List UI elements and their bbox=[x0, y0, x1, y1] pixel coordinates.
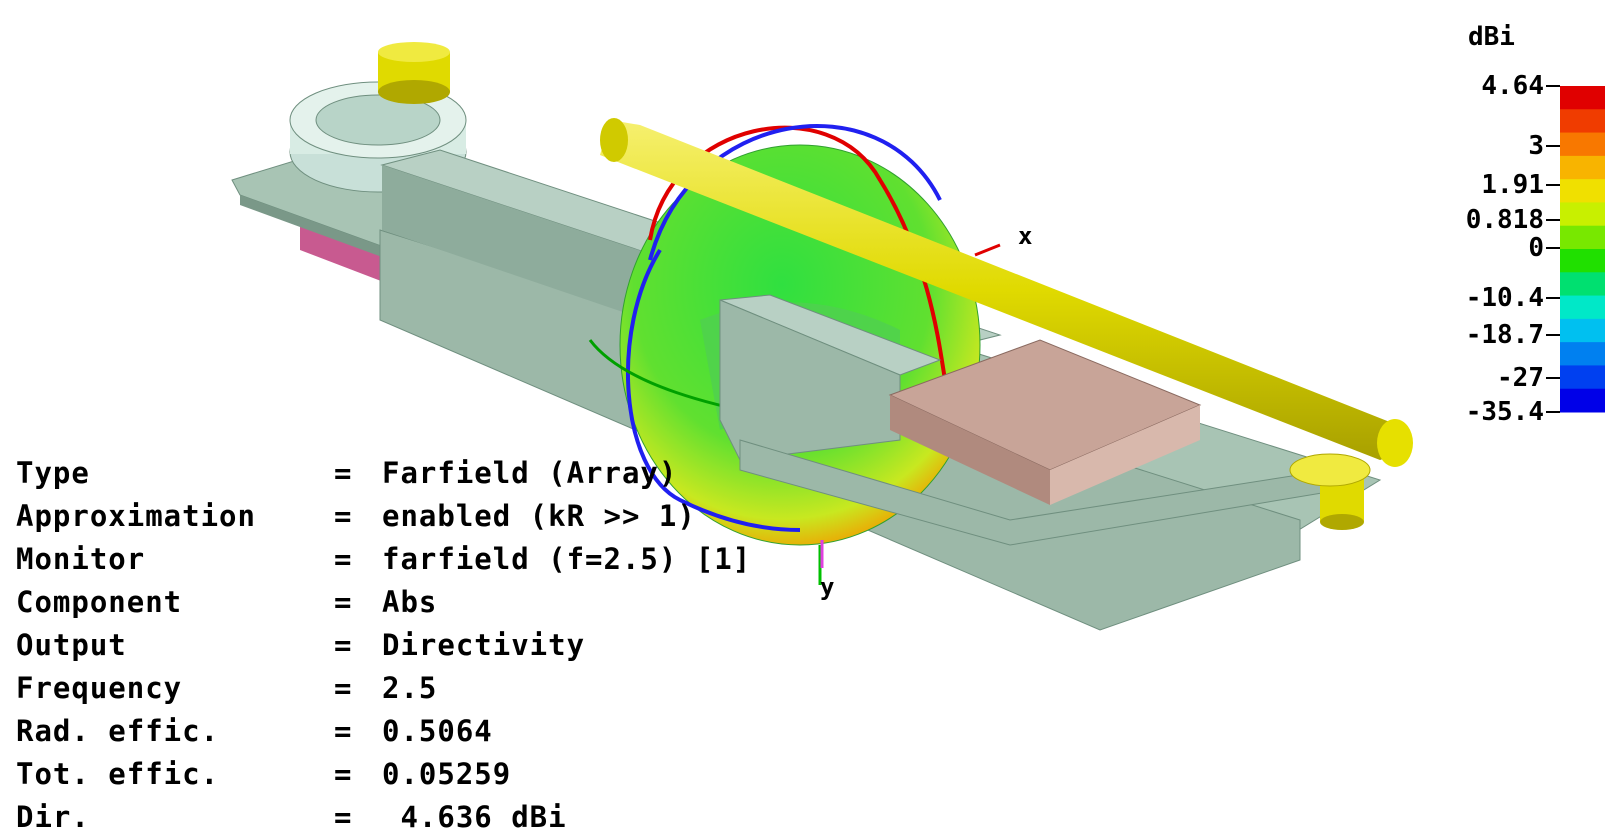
x-axis-label: x bbox=[1018, 222, 1033, 250]
info-value: 0.5064 bbox=[382, 714, 493, 748]
info-panel: Type = Farfield (Array) Approximation = enabl… bbox=[16, 452, 751, 839]
colorbar-segment bbox=[1560, 295, 1605, 320]
legend-unit-label: dBi bbox=[1468, 22, 1515, 52]
yellow-rod-end-right bbox=[1377, 419, 1413, 467]
colorbar-tick-label: -27 bbox=[1497, 363, 1544, 393]
yellow-rod-end-left bbox=[600, 118, 628, 162]
colorbar-segment bbox=[1560, 318, 1605, 343]
info-row: Type = Farfield (Array) bbox=[16, 452, 751, 495]
colorbar-segment bbox=[1560, 109, 1605, 134]
blue-cut-curve-lower bbox=[626, 248, 801, 532]
legend-colorbar bbox=[1546, 85, 1605, 413]
info-key: Dir. bbox=[16, 800, 90, 834]
info-row: Component = Abs bbox=[16, 581, 751, 624]
yellow-stub-bottom bbox=[378, 80, 450, 104]
info-equals: = bbox=[334, 757, 353, 791]
info-key: Type bbox=[16, 456, 90, 490]
colorbar-segment bbox=[1560, 249, 1605, 273]
info-equals: = bbox=[334, 542, 353, 576]
colorbar-segment bbox=[1560, 365, 1605, 390]
info-equals: = bbox=[334, 671, 353, 705]
colorbar-segment bbox=[1560, 272, 1605, 297]
x-axis-arrow bbox=[974, 243, 1001, 257]
info-equals: = bbox=[334, 585, 353, 619]
colorbar-tick-label: 3 bbox=[1528, 131, 1544, 161]
info-row: Dir. = 4.636 dBi bbox=[16, 796, 751, 839]
colorbar-tick-label: 1.91 bbox=[1481, 170, 1544, 200]
connector-hole bbox=[315, 94, 441, 146]
info-row: Approximation = enabled (kR >> 1) bbox=[16, 495, 751, 538]
colorbar-segment bbox=[1560, 202, 1605, 227]
info-equals: = bbox=[334, 628, 353, 662]
info-row: Monitor = farfield (f=2.5) [1] bbox=[16, 538, 751, 581]
yellow-stub-top bbox=[378, 42, 450, 62]
colorbar-segment bbox=[1560, 225, 1605, 250]
info-row: Rad. effic. = 0.5064 bbox=[16, 710, 751, 753]
info-row: Frequency = 2.5 bbox=[16, 667, 751, 710]
info-key: Output bbox=[16, 628, 127, 662]
info-value: 2.5 bbox=[382, 671, 438, 705]
info-equals: = bbox=[334, 714, 353, 748]
front-block-side bbox=[719, 299, 901, 461]
colorbar-segment bbox=[1560, 132, 1605, 157]
info-key: Component bbox=[16, 585, 183, 619]
colorbar-segment bbox=[1560, 179, 1605, 203]
y-axis-label: y bbox=[820, 573, 835, 601]
info-key: Approximation bbox=[16, 499, 256, 533]
colorbar-segment bbox=[1560, 388, 1605, 413]
info-value: 0.05259 bbox=[382, 757, 512, 791]
yellow-post-top bbox=[1289, 453, 1371, 487]
yellow-rod bbox=[600, 120, 1410, 460]
colorbar-segment bbox=[1560, 86, 1605, 110]
colorbar-segment bbox=[1560, 155, 1605, 180]
colorbar-segment bbox=[1560, 342, 1605, 366]
colorbar-tick-label: -10.4 bbox=[1465, 283, 1544, 313]
info-value: 4.636 dBi bbox=[382, 800, 567, 834]
yellow-post-base bbox=[1320, 514, 1364, 530]
info-key: Rad. effic. bbox=[16, 714, 220, 748]
colorbar-tick-label: 0.818 bbox=[1465, 205, 1544, 235]
chip-side bbox=[1050, 405, 1200, 505]
info-row: Tot. effic. = 0.05259 bbox=[16, 753, 751, 796]
chip-front bbox=[890, 395, 1050, 505]
info-value: Abs bbox=[382, 585, 438, 619]
colorbar-tick-label: 0 bbox=[1528, 233, 1544, 263]
info-equals: = bbox=[334, 456, 353, 490]
colorbar-tick-label: -35.4 bbox=[1465, 397, 1544, 427]
colorbar-tick-label: 4.64 bbox=[1481, 71, 1544, 101]
info-key: Tot. effic. bbox=[16, 757, 220, 791]
info-value: Farfield (Array) bbox=[382, 456, 678, 490]
info-equals: = bbox=[334, 499, 353, 533]
info-equals: = bbox=[334, 800, 353, 834]
blue-cut-curve bbox=[648, 123, 942, 261]
info-row: Output = Directivity bbox=[16, 624, 751, 667]
info-value: farfield (f=2.5) [1] bbox=[382, 542, 752, 576]
colorbar-tick-label: -18.7 bbox=[1465, 320, 1544, 350]
info-key: Monitor bbox=[16, 542, 146, 576]
info-key: Frequency bbox=[16, 671, 183, 705]
info-value: Directivity bbox=[382, 628, 586, 662]
info-value: enabled (kR >> 1) bbox=[382, 499, 696, 533]
